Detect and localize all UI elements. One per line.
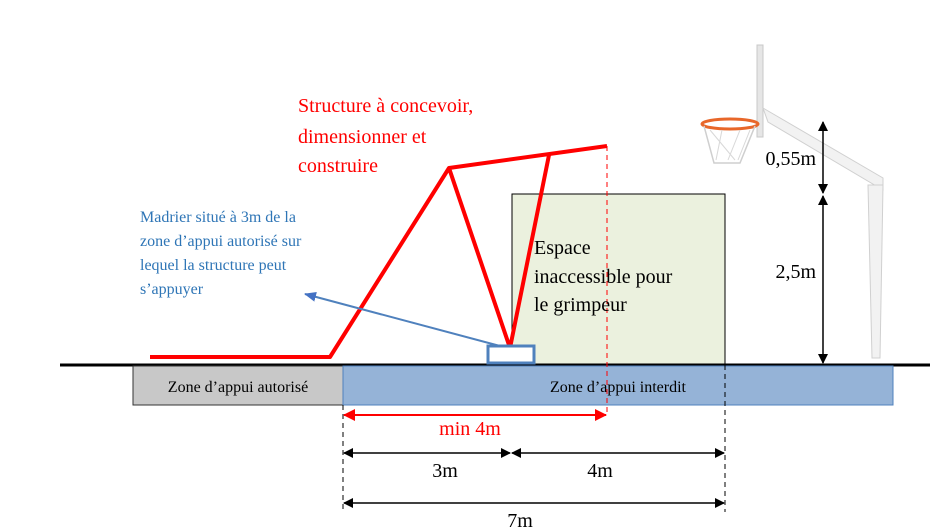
inaccessible-zone-label: Espace inaccessible pour le grimpeur xyxy=(534,237,673,316)
structure-title: Structure à concevoir, dimensionner et c… xyxy=(298,95,473,177)
espace-line: Espace xyxy=(534,237,591,259)
caption-line: s’appuyer xyxy=(140,281,204,298)
allowed-zone-label: Zone d’appui autorisé xyxy=(168,379,308,396)
dim-4m-label: 4m xyxy=(587,460,613,482)
caption-line: lequel la structure peut xyxy=(140,257,287,274)
madrier-pointer-arrow xyxy=(304,292,501,347)
forbidden-zone-label: Zone d’appui interdit xyxy=(550,379,687,396)
inaccessible-zone xyxy=(511,193,726,366)
espace-line: inaccessible pour xyxy=(534,266,673,288)
dim-25m-label: 2,5m xyxy=(775,261,816,283)
madrier-caption: Madrier situé à 3m de la zone d’appui au… xyxy=(140,209,302,298)
dim-3m-label: 3m xyxy=(432,460,458,482)
madrier xyxy=(486,344,536,365)
title-line: Structure à concevoir, xyxy=(298,95,473,117)
dim-7m-label: 7m xyxy=(507,510,533,532)
forbidden-zone xyxy=(342,365,894,406)
dim-min-4m-label: min 4m xyxy=(439,418,501,440)
dim-055m-label: 0,55m xyxy=(765,148,816,170)
title-line: dimensionner et xyxy=(298,126,427,148)
title-line: construire xyxy=(298,155,378,177)
espace-line: le grimpeur xyxy=(534,294,627,316)
structure-outline xyxy=(150,144,608,359)
caption-line: Madrier situé à 3m de la xyxy=(140,209,296,226)
basketball-hoop-icon xyxy=(700,44,884,359)
caption-line: zone d’appui autorisé sur xyxy=(140,233,302,250)
